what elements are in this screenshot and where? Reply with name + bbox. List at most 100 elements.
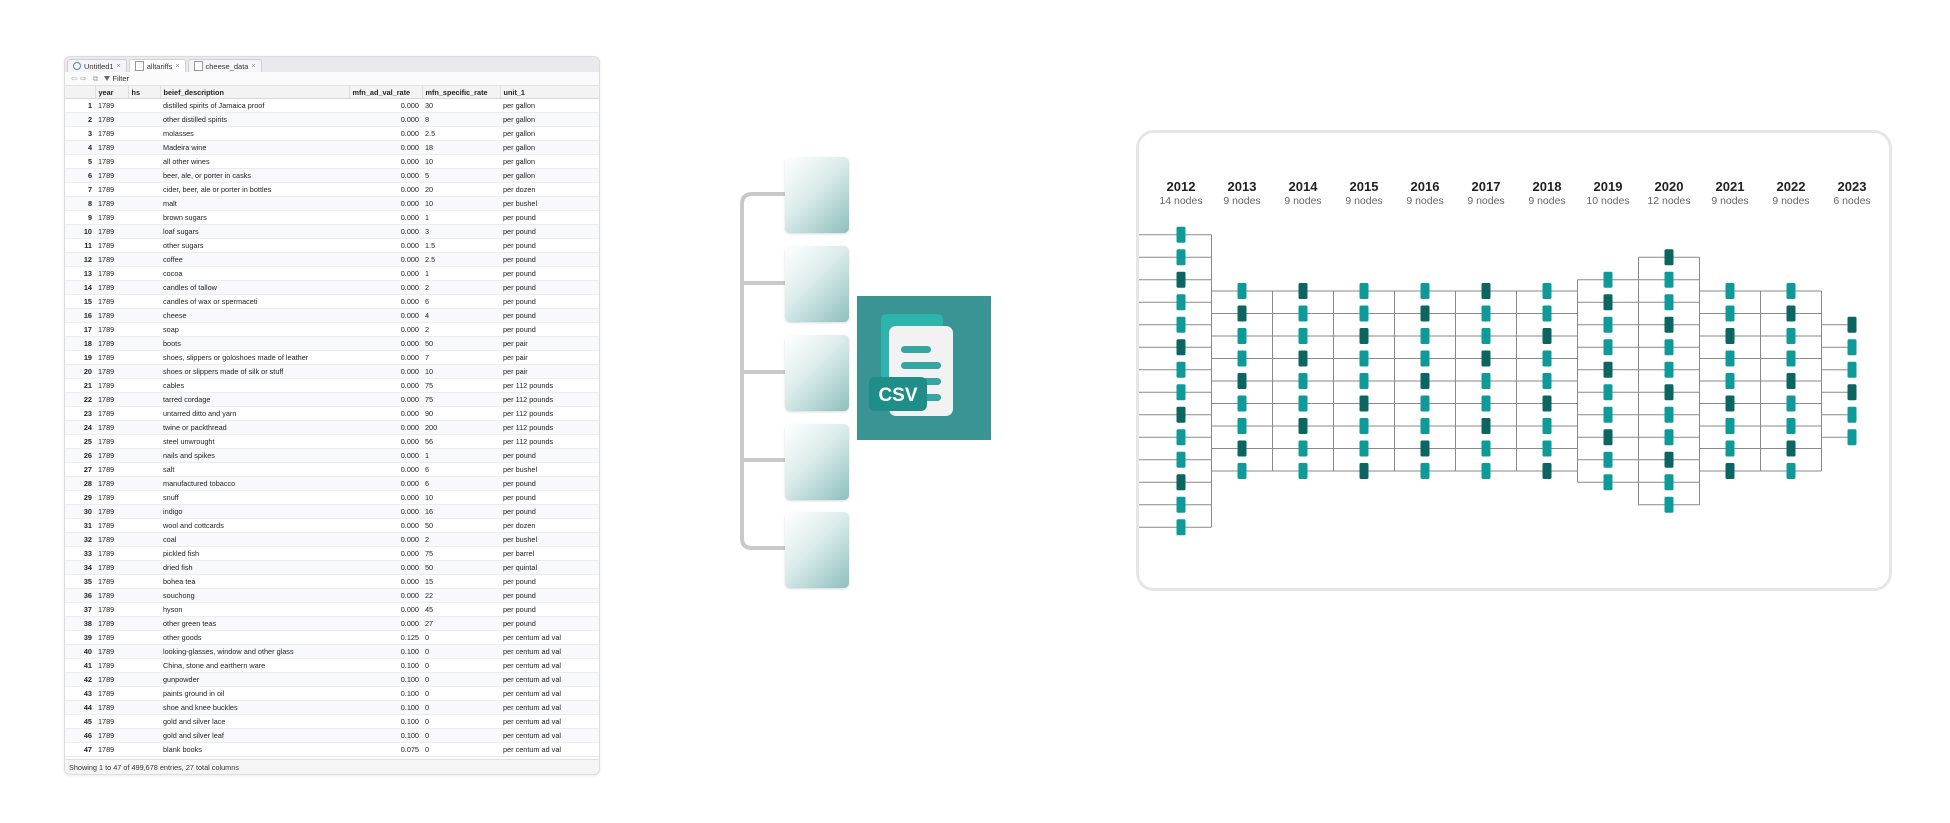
graph-node[interactable]: [1176, 226, 1186, 243]
graph-node[interactable]: [1725, 463, 1735, 479]
graph-node[interactable]: [1176, 451, 1186, 468]
column-header-ad-val-rate[interactable]: mfn_ad_val_rate: [349, 86, 423, 99]
graph-node[interactable]: [1359, 350, 1369, 367]
graph-node[interactable]: [1481, 350, 1491, 367]
graph-node[interactable]: [1481, 283, 1491, 299]
graph-node[interactable]: [1298, 328, 1308, 344]
back-icon[interactable]: ⇦ ⇨: [71, 74, 87, 83]
graph-node[interactable]: [1420, 305, 1430, 322]
graph-node[interactable]: [1359, 328, 1369, 344]
graph-node[interactable]: [1786, 373, 1796, 389]
graph-node[interactable]: [1603, 451, 1613, 468]
graph-node[interactable]: [1847, 384, 1857, 401]
graph-node[interactable]: [1603, 429, 1613, 446]
graph-node[interactable]: [1176, 496, 1186, 513]
graph-node[interactable]: [1542, 395, 1552, 412]
graph-node[interactable]: [1176, 339, 1186, 356]
graph-node[interactable]: [1725, 283, 1735, 299]
graph-node[interactable]: [1420, 418, 1430, 434]
graph-node[interactable]: [1664, 316, 1674, 333]
graph-node[interactable]: [1420, 350, 1430, 367]
graph-node[interactable]: [1725, 305, 1735, 322]
graph-node[interactable]: [1237, 395, 1247, 412]
graph-node[interactable]: [1420, 328, 1430, 344]
graph-node[interactable]: [1664, 474, 1674, 491]
graph-node[interactable]: [1359, 283, 1369, 299]
graph-node[interactable]: [1420, 463, 1430, 479]
graph-node[interactable]: [1664, 294, 1674, 311]
close-icon[interactable]: ×: [251, 62, 256, 70]
graph-node[interactable]: [1237, 328, 1247, 344]
graph-node[interactable]: [1359, 305, 1369, 322]
graph-node[interactable]: [1237, 373, 1247, 389]
graph-node[interactable]: [1786, 463, 1796, 479]
graph-node[interactable]: [1664, 271, 1674, 288]
tab-untitled1[interactable]: Untitled1 ×: [67, 59, 127, 72]
graph-node[interactable]: [1786, 440, 1796, 457]
tab-cheese-data[interactable]: cheese_data ×: [187, 59, 262, 72]
graph-node[interactable]: [1298, 283, 1308, 299]
graph-node[interactable]: [1847, 316, 1857, 333]
graph-node[interactable]: [1847, 429, 1857, 446]
graph-node[interactable]: [1847, 339, 1857, 356]
graph-node[interactable]: [1542, 463, 1552, 479]
graph-node[interactable]: [1420, 395, 1430, 412]
graph-node[interactable]: [1603, 406, 1613, 423]
graph-node[interactable]: [1359, 418, 1369, 434]
graph-node[interactable]: [1542, 418, 1552, 434]
graph-node[interactable]: [1786, 395, 1796, 412]
graph-node[interactable]: [1237, 418, 1247, 434]
graph-node[interactable]: [1298, 395, 1308, 412]
graph-node[interactable]: [1298, 440, 1308, 457]
column-header-unit[interactable]: unit_1: [500, 86, 599, 99]
popout-icon[interactable]: ⧉: [92, 73, 99, 83]
graph-node[interactable]: [1603, 384, 1613, 401]
graph-node[interactable]: [1176, 316, 1186, 333]
graph-node[interactable]: [1603, 361, 1613, 378]
graph-node[interactable]: [1298, 350, 1308, 367]
close-icon[interactable]: ×: [175, 62, 180, 70]
filter-button[interactable]: Filter: [104, 74, 129, 83]
graph-node[interactable]: [1542, 328, 1552, 344]
graph-node[interactable]: [1176, 429, 1186, 446]
graph-node[interactable]: [1664, 451, 1674, 468]
graph-node[interactable]: [1481, 395, 1491, 412]
graph-node[interactable]: [1847, 361, 1857, 378]
graph-node[interactable]: [1603, 271, 1613, 288]
graph-node[interactable]: [1664, 249, 1674, 266]
graph-node[interactable]: [1664, 496, 1674, 513]
graph-node[interactable]: [1542, 373, 1552, 389]
graph-node[interactable]: [1725, 373, 1735, 389]
graph-node[interactable]: [1664, 339, 1674, 356]
graph-node[interactable]: [1603, 339, 1613, 356]
